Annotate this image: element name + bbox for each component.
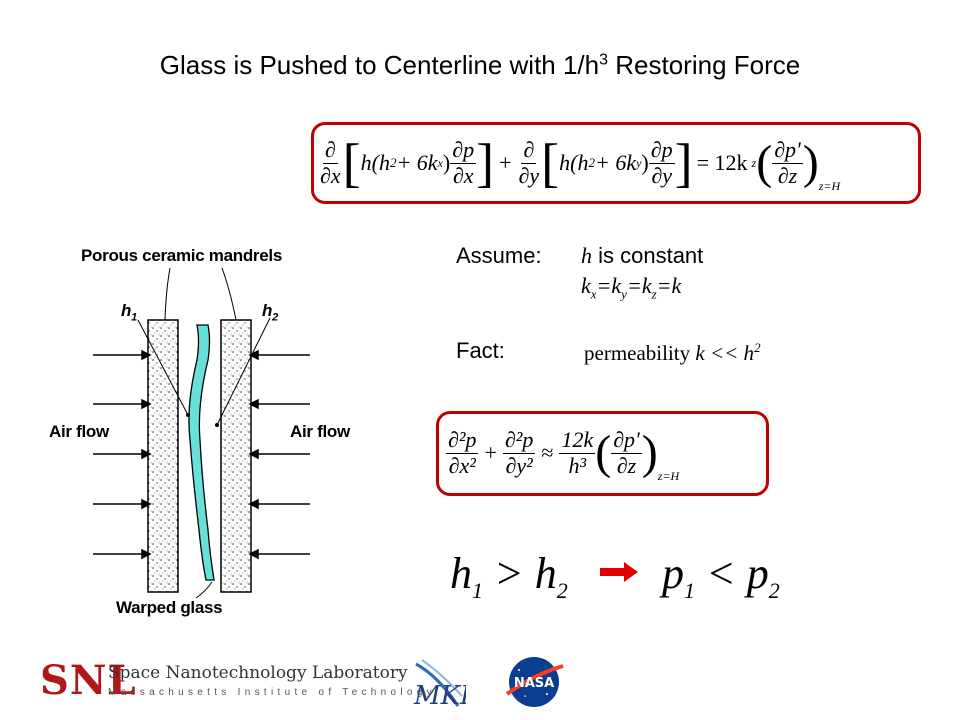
fact-statement: permeability k << h2 <box>584 340 761 365</box>
eq1-h-term: h(h <box>360 150 390 175</box>
eq2-eval: z=H <box>657 469 680 483</box>
eq1-h-term-2: h(h <box>559 150 589 175</box>
slide-title: Glass is Pushed to Centerline with 1/h3 … <box>159 50 801 80</box>
label-h2: h2 <box>262 301 278 324</box>
eq2-frac-d2pdy2: ∂²p∂y² <box>502 427 536 478</box>
label-h1: h1 <box>121 301 137 324</box>
assume-h-constant: h is constant <box>581 243 704 268</box>
eq1-paren-close: ) <box>802 136 819 189</box>
conclusion-h-relation: h1 > h2 <box>450 549 568 603</box>
right-airflow-arrows <box>248 349 310 560</box>
implies-arrow-icon <box>600 562 638 582</box>
eq1-bracket-open-2: [ <box>541 133 560 193</box>
eq1-frac-ddy: ∂∂y <box>518 137 540 188</box>
eq1-bracket-close: ] <box>476 133 495 193</box>
eq1-plus: + <box>499 150 512 175</box>
eq1-frac-ddx: ∂∂x <box>320 137 341 188</box>
warped-glass <box>188 324 215 581</box>
eq1-bracket-close-2: ] <box>674 133 693 193</box>
eq2-approx: ≈ <box>541 440 554 465</box>
snl-lab-name: Space Nanotechnology Laboratory <box>108 663 408 683</box>
nasa-logo-text: NASA <box>514 676 554 691</box>
h2-point <box>215 423 219 427</box>
label-airflow-left: Air flow <box>49 422 109 441</box>
eq1-equals: = 12k <box>696 150 748 175</box>
conclusion-p-relation: p1 < p2 <box>662 549 780 603</box>
mki-logo: MKI <box>413 659 466 711</box>
snl-logo: SNL <box>40 657 137 704</box>
eq1-bracket-open: [ <box>342 133 361 193</box>
left-airflow-arrows <box>93 349 152 560</box>
label-porous-mandrels: Porous ceramic mandrels <box>81 246 282 265</box>
eq1-frac-dpdx: ∂p∂x <box>450 137 477 188</box>
leader-lines <box>137 267 271 599</box>
eq2-frac-d2pdx2: ∂²p∂x² <box>446 427 479 478</box>
eq1-paren-open: ( <box>756 136 773 189</box>
label-warped-glass: Warped glass <box>116 598 223 617</box>
mki-logo-text: MKI <box>413 681 466 711</box>
assume-label: Assume: <box>456 243 542 268</box>
eq1-frac-dpdy: ∂p∂y <box>648 137 675 188</box>
h1-point <box>186 413 190 417</box>
label-airflow-right: Air flow <box>290 422 350 441</box>
right-mandrel <box>220 319 252 593</box>
assume-k-equal: kx=ky=kz=k <box>581 273 682 302</box>
snl-institution: Massachusetts Institute of Technology <box>108 687 436 698</box>
eq2-paren-open: ( <box>595 426 612 479</box>
fact-label: Fact: <box>456 338 505 363</box>
eq2-paren-close: ) <box>641 426 658 479</box>
left-mandrel <box>147 319 179 593</box>
equation-box-main <box>311 122 921 204</box>
eq1-frac-dpdz: ∂p'∂z <box>772 137 803 188</box>
eq2-plus: + <box>484 440 497 465</box>
eq1-eval: z=H <box>818 179 841 193</box>
nasa-logo: NASA <box>505 657 564 707</box>
eq2-frac-dpdz: ∂p'∂z <box>611 427 642 478</box>
equation-box-laplace <box>436 411 769 496</box>
mandrel-diagram <box>93 267 310 599</box>
